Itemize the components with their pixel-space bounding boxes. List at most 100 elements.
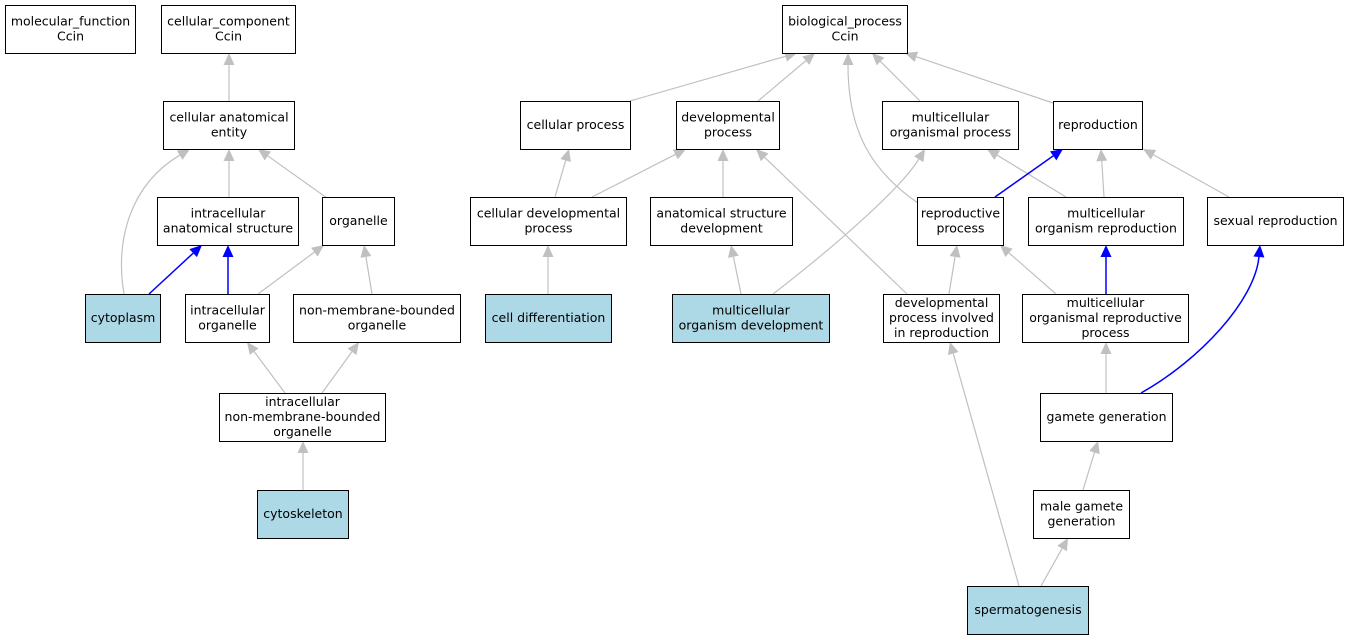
node-label: intracellular (265, 394, 341, 409)
edge-line (1082, 452, 1096, 491)
node-label: male gamete (1040, 499, 1123, 514)
node-box (917, 197, 1004, 246)
node-intracellular-non-membrane-bounded-organelle[interactable]: intracellularnon-membrane-boundedorganel… (219, 393, 386, 442)
arrowhead-icon (1100, 245, 1112, 257)
edge-spermatogenesis-to-developmental-process-involved-in-reproduction (947, 342, 1020, 587)
node-label: process (936, 221, 984, 236)
node-box (1022, 294, 1189, 343)
node-label: reproductive (921, 206, 1001, 221)
edge-line (757, 60, 807, 102)
node-gamete-generation[interactable]: gamete generation (1040, 393, 1173, 442)
arrowhead-icon (1089, 441, 1100, 455)
edge-line (148, 252, 194, 295)
arrowhead-icon (176, 149, 190, 160)
node-label: Ccin (832, 29, 859, 44)
node-box (185, 294, 270, 343)
node-label: cellular process (527, 117, 625, 132)
edges-layer (121, 51, 1265, 587)
arrowhead-icon (947, 342, 959, 356)
edge-reproductive-process-to-reproduction (994, 149, 1063, 198)
arrowhead-icon (672, 149, 686, 160)
arrowhead-icon (223, 149, 235, 161)
node-box (470, 197, 627, 246)
edge-non-membrane-bounded-organelle-to-organelle (360, 245, 373, 295)
edge-cellular-developmental-process-to-developmental-process (591, 149, 686, 198)
edge-intracellular-organelle-to-intracellular-anatomical-structure (222, 245, 234, 294)
node-cellular-process[interactable]: cellular process (520, 101, 631, 150)
node-reproduction[interactable]: reproduction (1053, 101, 1143, 150)
edge-cell-differentiation-to-cellular-developmental-process (542, 245, 554, 294)
node-box (161, 5, 296, 54)
arrowhead-icon (560, 149, 571, 163)
edge-anatomical-structure-development-to-developmental-process (717, 149, 729, 197)
node-label: non-membrane-bounded (299, 303, 455, 318)
node-label: developmental (681, 110, 775, 125)
node-label: multicellular (1067, 295, 1146, 310)
node-label: cell differentiation (492, 310, 606, 325)
node-spermatogenesis[interactable]: spermatogenesis (967, 586, 1089, 635)
node-cell-differentiation[interactable]: cell differentiation (485, 294, 612, 343)
edge-line (121, 154, 181, 295)
arrowhead-icon (756, 149, 769, 162)
arrowhead-icon (728, 245, 739, 258)
edge-line (764, 156, 908, 295)
node-organelle[interactable]: organelle (322, 197, 395, 246)
node-label: entity (211, 125, 248, 140)
node-label: spermatogenesis (974, 602, 1081, 617)
edge-sexual-reproduction-to-reproduction (1143, 149, 1230, 198)
node-box (485, 294, 612, 343)
node-label: process (1081, 325, 1129, 340)
arrowhead-icon (542, 245, 554, 257)
edge-line (847, 64, 919, 204)
edge-developmental-process-involved-in-reproduction-to-developmental-process (756, 149, 908, 295)
node-label: organismal process (890, 125, 1011, 140)
node-sexual-reproduction[interactable]: sexual reproduction (1207, 197, 1344, 246)
edge-multicellular-organismal-reproductive-process-to-multicellular-organism-reproduction (1100, 245, 1112, 294)
edge-multicellular-organism-reproduction-to-reproduction (1096, 149, 1108, 198)
node-label: cytoplasm (91, 310, 156, 325)
node-label: intracellular (190, 303, 266, 318)
arrowhead-icon (258, 149, 271, 161)
node-cytoplasm[interactable]: cytoplasm (85, 294, 161, 343)
node-box (293, 294, 461, 343)
arrowhead-icon (223, 53, 235, 65)
node-box (1033, 490, 1130, 539)
edge-line (948, 256, 956, 295)
node-box (967, 586, 1089, 635)
edge-male-gamete-generation-to-gamete-generation (1082, 441, 1100, 491)
edge-line (994, 155, 1054, 198)
edge-line (916, 56, 1054, 104)
edge-line (591, 153, 676, 198)
node-box (157, 197, 299, 246)
node-box (782, 5, 908, 54)
edge-line (772, 158, 920, 295)
node-label: organism development (679, 318, 824, 333)
node-box (219, 393, 386, 442)
arrowhead-icon (1143, 149, 1157, 160)
node-cytoskeleton[interactable]: cytoskeleton (257, 490, 349, 539)
edge-line (996, 154, 1067, 198)
edge-multicellular-organismal-reproductive-process-to-reproductive-process (1000, 245, 1057, 295)
node-box (1028, 197, 1184, 246)
arrowhead-icon (360, 245, 372, 258)
node-label: cytoskeleton (263, 506, 342, 521)
node-box (1053, 101, 1143, 150)
